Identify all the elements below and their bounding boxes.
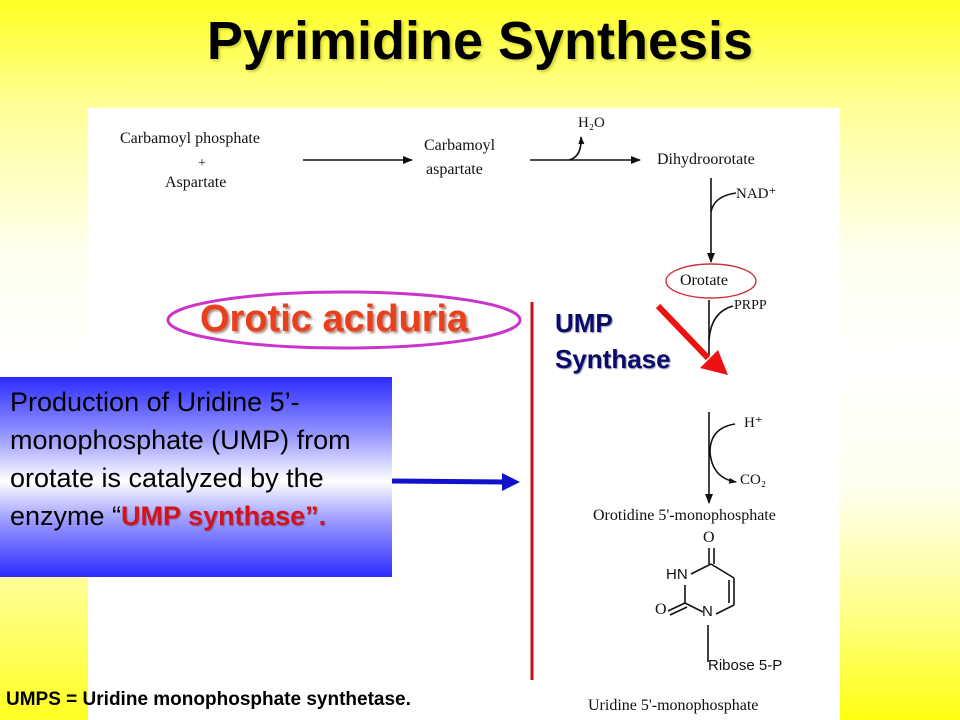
label-orotate: Orotate [680, 272, 728, 289]
footer-abbr: UMPS [6, 689, 61, 710]
ring-atom-o-left: O [655, 601, 667, 618]
info-box: Production of Uridine 5’-monophosphate (… [0, 377, 392, 577]
ump-synthase-line1: UMP [555, 308, 613, 338]
info-text-end: ”. [305, 501, 327, 531]
info-text-highlight: UMP synthase [121, 501, 306, 531]
ring-atom-o-top: O [703, 529, 715, 546]
label-omp: Orotidine 5'-monophosphate [593, 507, 776, 524]
label-ump: Uridine 5'-monophosphate [588, 697, 759, 714]
footer-yellow-strip [0, 577, 88, 720]
label-prpp: PRPP [734, 298, 767, 313]
label-aspartate: Aspartate [165, 174, 227, 191]
footer-note: UMPS = Uridine monophosphate synthetase. [6, 689, 411, 711]
orotic-aciduria-label: Orotic aciduria [200, 298, 469, 340]
label-carbamoyl: Carbamoyl [424, 137, 496, 154]
label-dihydroorotate: Dihydroorotate [657, 151, 755, 168]
info-text-plain: Production of Uridine 5’-monophosphate (… [10, 387, 351, 531]
slide-title: Pyrimidine Synthesis [206, 11, 754, 71]
label-ribose-5p: Ribose 5-P [708, 657, 783, 674]
label-co2: CO₂ [740, 472, 767, 488]
label-plus: + [198, 156, 206, 171]
ring-atom-n: N [702, 603, 713, 620]
ring-atom-hn: HN [666, 566, 688, 583]
label-h2o: H₂O [578, 115, 605, 131]
label-carbamoyl-phosphate: Carbamoyl phosphate [120, 130, 260, 147]
label-aspartate-product: aspartate [426, 161, 483, 178]
ump-synthase-line2: Synthase [555, 344, 671, 374]
label-nad: NAD⁺ [736, 186, 777, 202]
ump-synthase-label: UMP Synthase [555, 305, 671, 377]
info-text: Production of Uridine 5’-monophosphate (… [10, 383, 390, 535]
label-h-plus: H⁺ [744, 415, 763, 431]
footer-definition: = Uridine monophosphate synthetase. [60, 689, 411, 710]
